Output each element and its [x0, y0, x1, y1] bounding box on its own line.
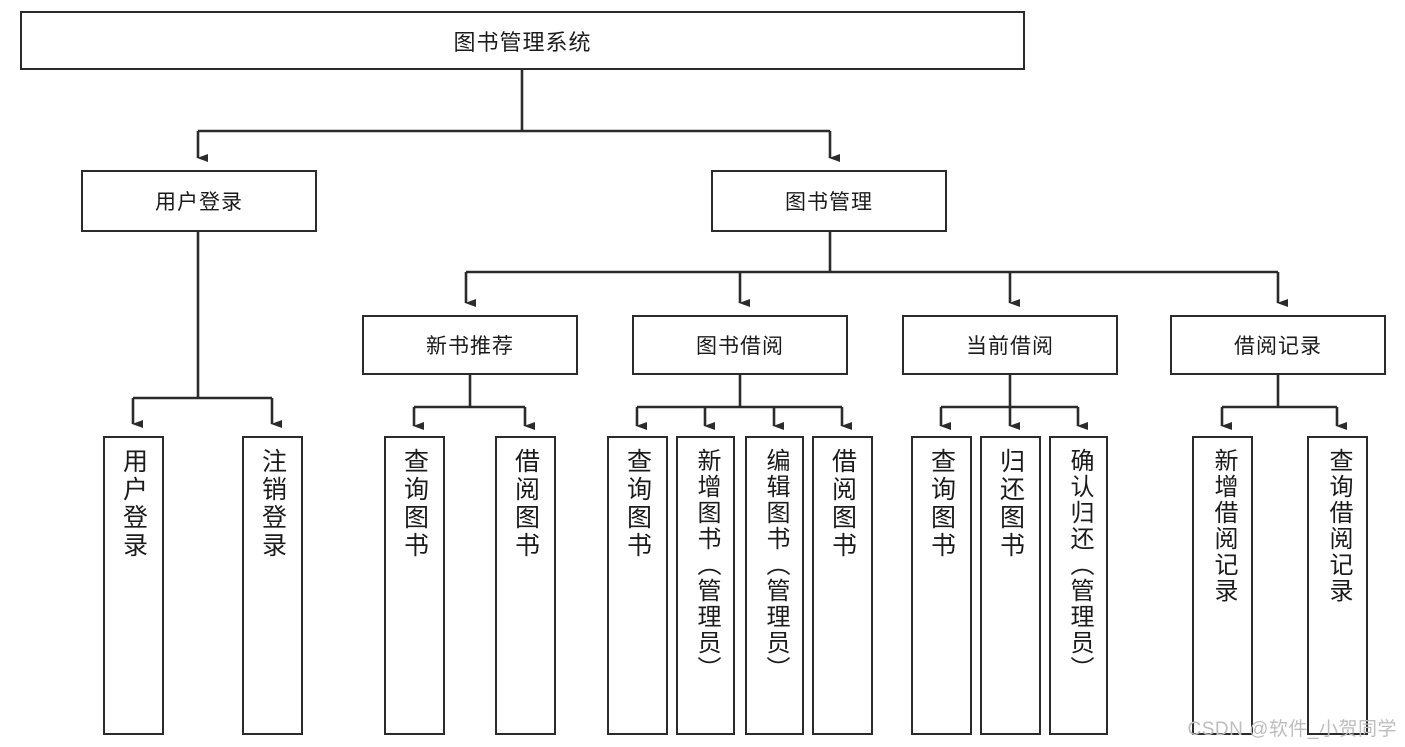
leaf-label: 查询图书 [623, 448, 652, 560]
leaf-label: 新增图书（管理员） [692, 448, 720, 682]
leaf-recommend-borrow-book[interactable]: 借阅图书 [495, 436, 556, 735]
leaf-borrow-edit-book-admin[interactable]: 编辑图书（管理员） [745, 436, 804, 735]
node-new-book-recommend-label: 新书推荐 [426, 335, 514, 358]
node-root[interactable]: 图书管理系统 [20, 11, 1025, 70]
leaf-borrow-query-book[interactable]: 查询图书 [607, 436, 668, 735]
leaf-record-add-record[interactable]: 新增借阅记录 [1192, 436, 1253, 735]
leaf-label: 用户登录 [119, 448, 148, 560]
watermark: CSDN @软件_小贺同学 [1187, 719, 1397, 740]
leaf-current-query-book[interactable]: 查询图书 [911, 436, 972, 735]
node-book-management-label: 图书管理 [785, 191, 873, 214]
node-user-login[interactable]: 用户登录 [81, 170, 317, 232]
node-book-borrow[interactable]: 图书借阅 [632, 315, 848, 375]
leaf-label: 借阅图书 [511, 448, 540, 560]
node-user-login-label: 用户登录 [155, 191, 243, 214]
leaf-user-login-logout[interactable]: 注销登录 [242, 436, 303, 735]
node-borrow-record-label: 借阅记录 [1234, 335, 1322, 358]
leaf-recommend-query-book[interactable]: 查询图书 [384, 436, 445, 735]
leaf-label: 查询借阅记录 [1324, 448, 1352, 604]
node-current-borrow[interactable]: 当前借阅 [902, 315, 1118, 375]
leaf-borrow-borrow-book[interactable]: 借阅图书 [812, 436, 873, 735]
leaf-borrow-add-book-admin[interactable]: 新增图书（管理员） [676, 436, 735, 735]
leaf-label: 查询图书 [927, 448, 956, 560]
node-borrow-record[interactable]: 借阅记录 [1170, 315, 1386, 375]
leaf-label: 注销登录 [258, 448, 287, 560]
node-current-borrow-label: 当前借阅 [966, 335, 1054, 358]
leaf-label: 借阅图书 [828, 448, 857, 560]
leaf-user-login-login[interactable]: 用户登录 [103, 436, 164, 735]
leaf-label: 编辑图书（管理员） [761, 448, 789, 682]
leaf-current-confirm-return-admin[interactable]: 确认归还（管理员） [1049, 436, 1108, 735]
leaf-current-return-book[interactable]: 归还图书 [980, 436, 1041, 735]
leaf-label: 新增借阅记录 [1209, 448, 1237, 604]
leaf-label: 确认归还（管理员） [1065, 448, 1093, 682]
node-book-borrow-label: 图书借阅 [696, 335, 784, 358]
leaf-record-query-record[interactable]: 查询借阅记录 [1307, 436, 1368, 735]
leaf-label: 查询图书 [400, 448, 429, 560]
node-book-management[interactable]: 图书管理 [711, 170, 947, 232]
leaf-label: 归还图书 [996, 448, 1025, 560]
node-root-label: 图书管理系统 [453, 29, 592, 55]
node-new-book-recommend[interactable]: 新书推荐 [362, 315, 578, 375]
